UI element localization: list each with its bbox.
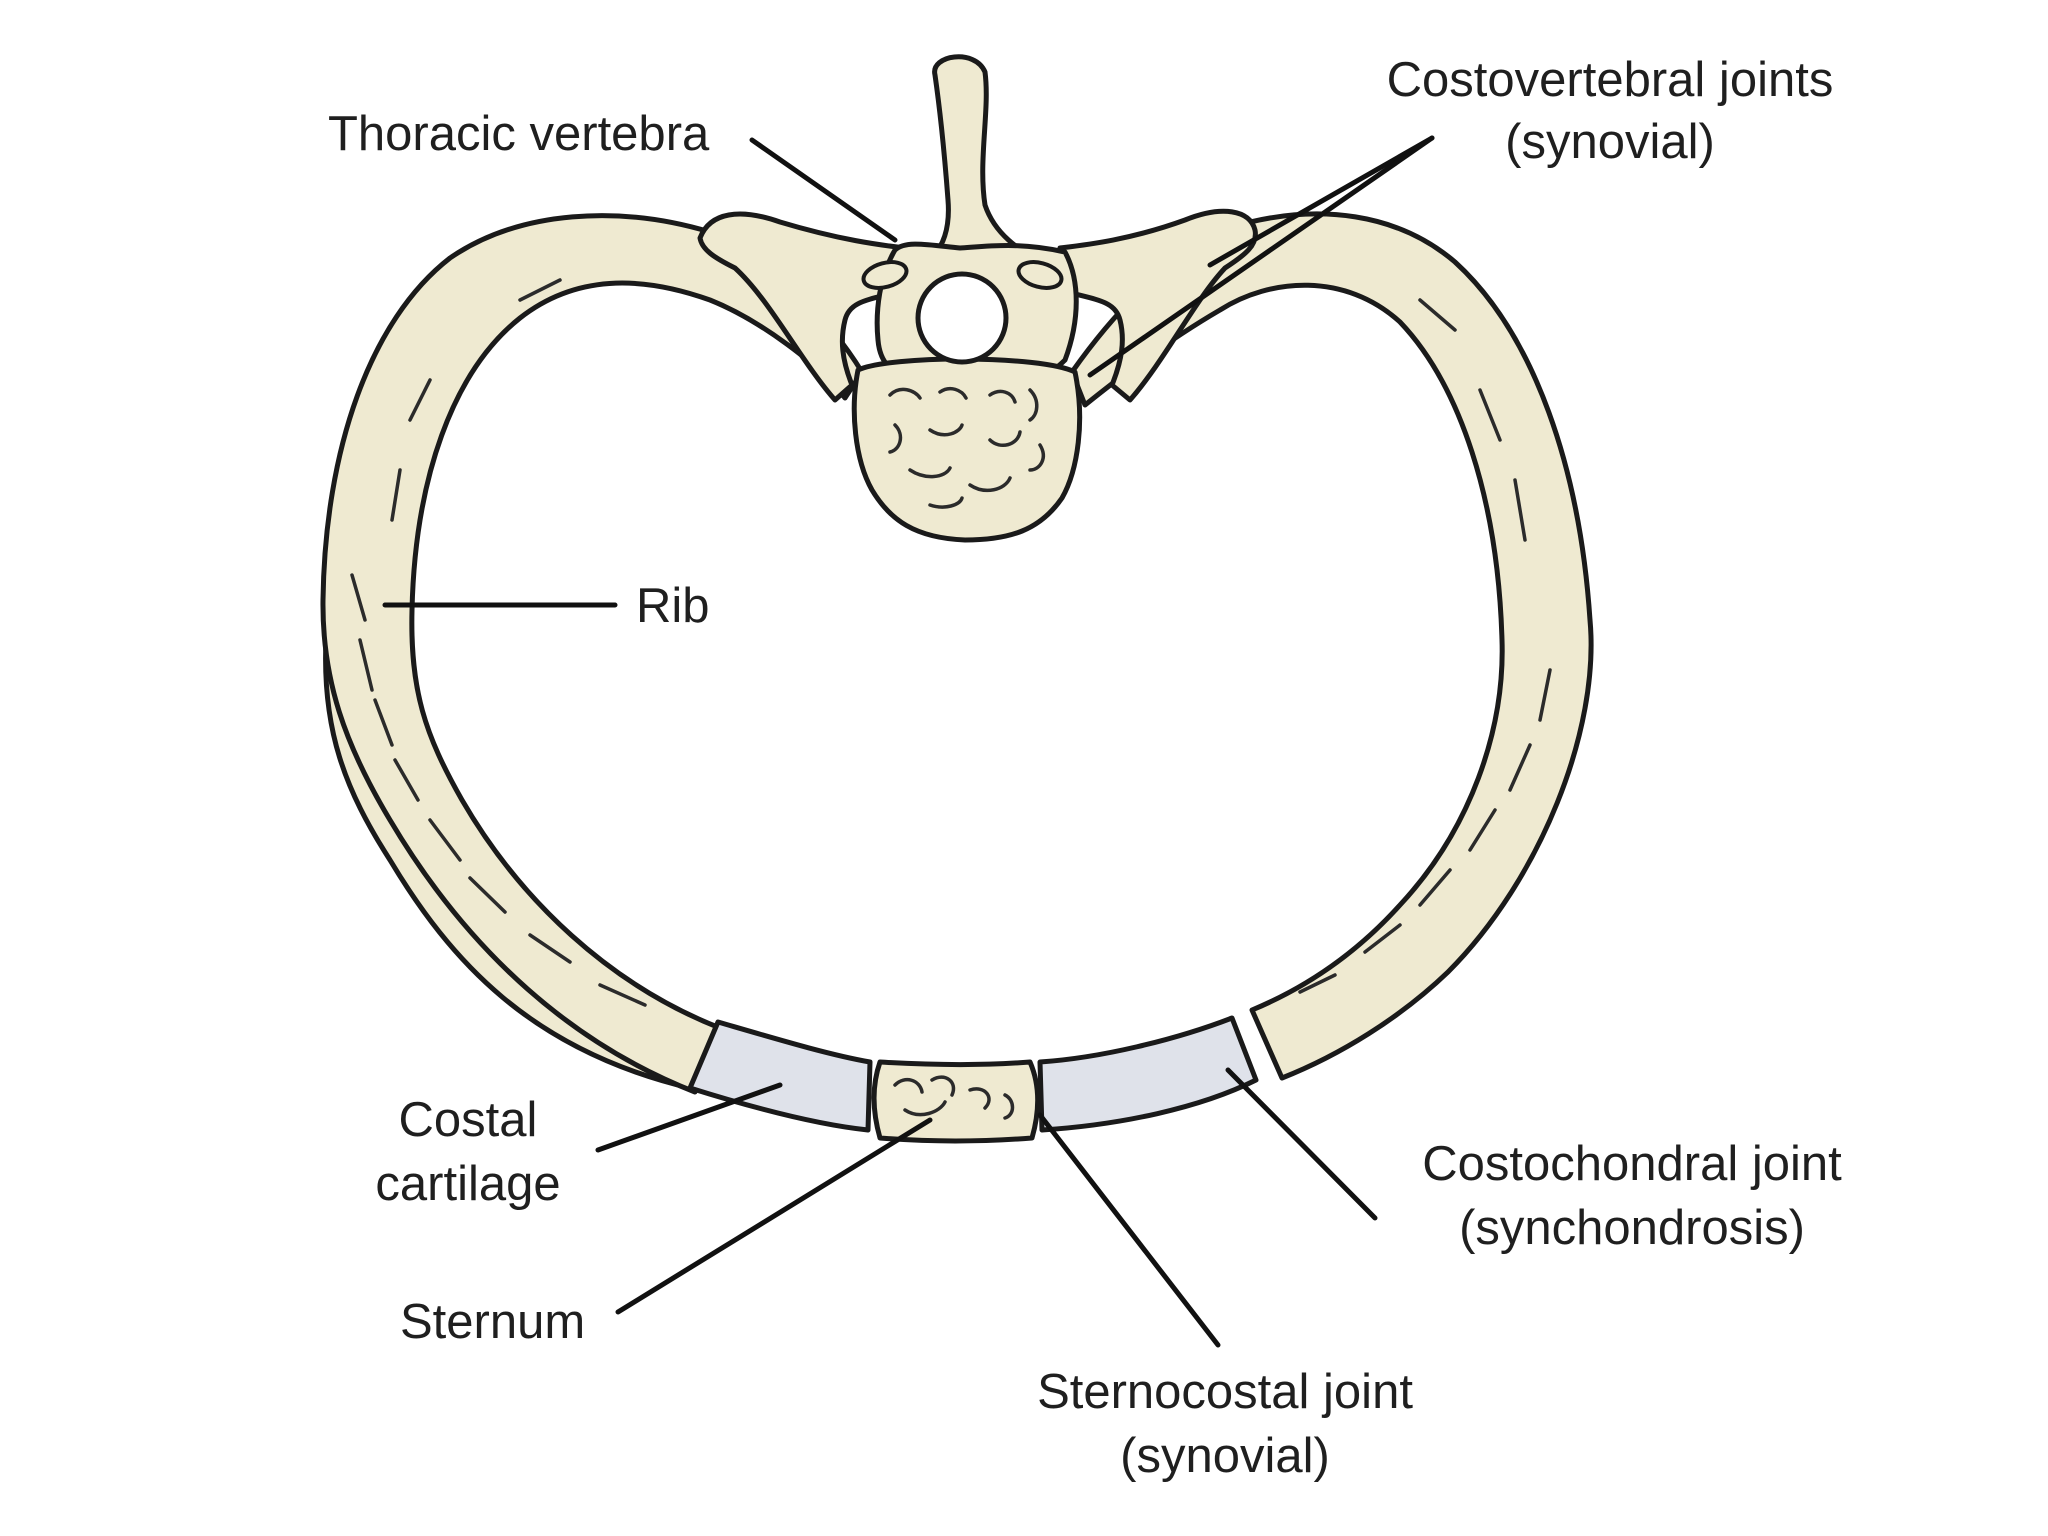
vertebral-canal [915,271,1009,365]
label-sternum: Sternum [400,1295,585,1349]
left-rib-body [320,213,865,1095]
label-costal-cartilage-2: cartilage [375,1157,560,1211]
label-thoracic-vertebra: Thoracic vertebra [328,107,710,161]
label-sternocostal-1: Sternocostal joint [1037,1365,1413,1419]
leader-costovertebral-1 [1207,135,1435,268]
label-costochondral-1: Costochondral joint [1422,1137,1842,1191]
label-costochondral-2: (synchondrosis) [1459,1201,1805,1255]
label-sternocostal-2: (synovial) [1120,1429,1330,1483]
left-facet [861,260,909,290]
label-costal-cartilage-1: Costal [399,1093,538,1147]
leader-costochondral [1225,1067,1378,1221]
vertebral-body [851,356,1083,543]
label-rib: Rib [636,579,710,633]
right-rib-texture [1298,298,1552,994]
label-costovertebral-2: (synovial) [1505,115,1715,169]
left-rib-texture [350,278,647,1007]
leader-thoracic-vertebra [749,137,898,243]
right-costal-cartilage [1037,1015,1259,1133]
right-rib-body [1069,211,1594,1081]
left-transverse-process [697,211,908,403]
bone-texture [888,386,1045,1120]
leader-sternocostal [1037,1112,1221,1348]
right-transverse-process [1057,208,1258,403]
leader-costovertebral-2 [1087,135,1435,378]
leader-costal-cartilage [595,1082,783,1153]
left-costal-cartilage [687,1019,873,1133]
label-costovertebral-1: Costovertebral joints [1387,53,1834,107]
leader-sternum [615,1117,933,1315]
right-facet [1016,260,1064,290]
